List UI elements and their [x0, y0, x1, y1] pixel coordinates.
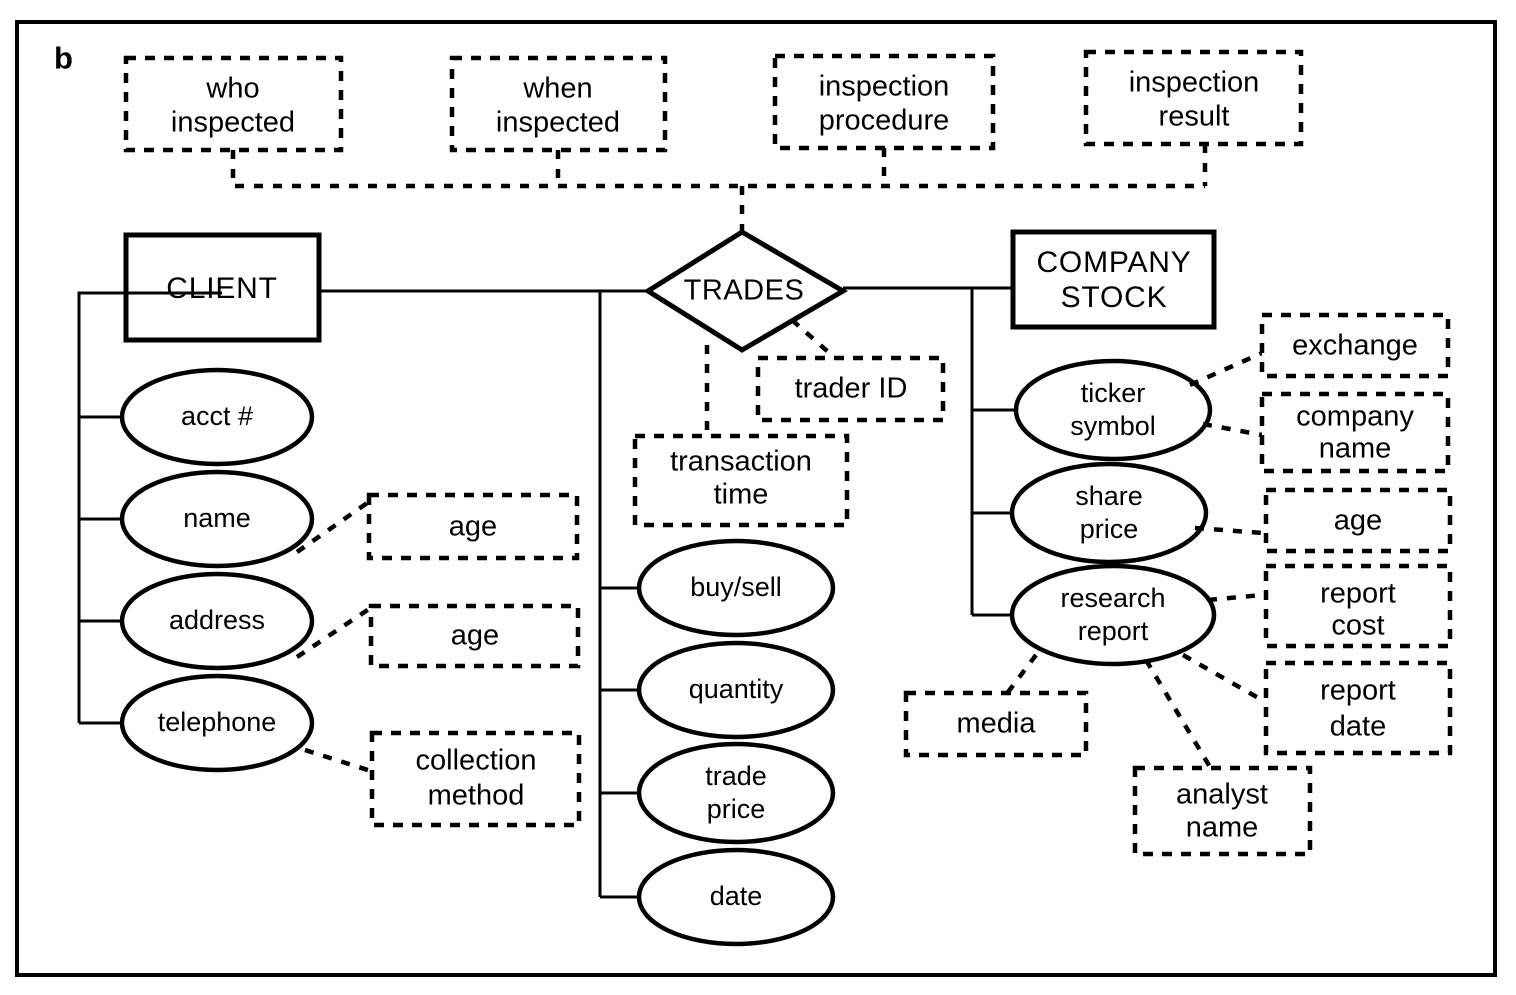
attribute-name[interactable]: name	[119, 469, 315, 569]
figure-frame	[15, 20, 1497, 977]
attribute-research-report-label-line-2: report	[1078, 616, 1149, 646]
attribute-date[interactable]: date	[636, 847, 836, 947]
dashed-box-label-line-2: method	[428, 780, 525, 812]
dashed-box-label-line-2: cost	[1331, 610, 1384, 642]
dashed-box-exchange[interactable]: exchange	[1259, 312, 1451, 379]
dashed-box-label-line-2: time	[714, 479, 769, 511]
connector-research-report-date	[1181, 653, 1264, 702]
dashed-box-collection-method[interactable]: collection method	[369, 730, 582, 828]
connector-name-age	[295, 499, 372, 554]
attribute-share-price[interactable]: share price	[1009, 461, 1209, 565]
dashed-box-label-line-1: report	[1320, 675, 1396, 707]
attribute-ticker-symbol-label-line-1: ticker	[1081, 378, 1146, 408]
connector-telephone-collection-method	[304, 747, 375, 775]
dashed-box-label-line-2: name	[1319, 433, 1392, 465]
attribute-date-label: date	[710, 881, 763, 911]
dashed-box-label-line-1: who	[205, 73, 259, 105]
dashed-box-label: age	[1334, 505, 1382, 537]
attribute-ticker-symbol[interactable]: ticker symbol	[1013, 358, 1213, 462]
dashed-box-inspection-result[interactable]: inspection result	[1083, 49, 1304, 147]
entity-client[interactable]: CLIENT	[123, 232, 322, 343]
connector-ticker-exchange	[1189, 350, 1263, 388]
dashed-box-label-line-2: result	[1159, 101, 1230, 133]
attribute-research-report-label-line-1: research	[1060, 583, 1165, 613]
dashed-box-label: media	[957, 708, 1037, 740]
attribute-acct-num-label: acct #	[181, 401, 253, 431]
panel-label: b	[54, 40, 73, 75]
connector-ticker-company-name	[1202, 421, 1263, 438]
attribute-buy-sell[interactable]: buy/sell	[636, 538, 836, 638]
attribute-buy-sell-label: buy/sell	[690, 572, 782, 602]
connector-share-price-age	[1194, 525, 1264, 536]
dashed-box-label: trader ID	[795, 373, 908, 405]
dashed-box-label-line-1: collection	[416, 745, 537, 777]
attribute-telephone-label: telephone	[158, 707, 277, 737]
dashed-box-company-name[interactable]: company name	[1259, 391, 1451, 474]
dashed-box-label-line-1: analyst	[1176, 779, 1268, 811]
dashed-box-label-line-1: company	[1296, 401, 1414, 433]
connector-trades-trader-id	[790, 318, 837, 360]
dashed-box-report-date[interactable]: report date	[1263, 660, 1453, 756]
attribute-trade-price-label-line-2: price	[707, 794, 766, 824]
dashed-box-inspection-procedure[interactable]: inspection procedure	[772, 53, 996, 151]
dashed-box-label-line-1: inspection	[1129, 67, 1260, 99]
entity-company-stock[interactable]: COMPANY STOCK	[1010, 229, 1217, 330]
dashed-box-label-line-1: inspection	[819, 71, 950, 103]
relationship-trades[interactable]: TRADES	[643, 229, 848, 353]
dashed-box-when-inspected[interactable]: when inspected	[449, 55, 668, 153]
dashed-box-label-line-1: when	[522, 73, 592, 105]
dashed-box-label-line-2: procedure	[819, 105, 950, 137]
dashed-box-label-line-2: inspected	[496, 107, 620, 139]
dashed-box-media[interactable]: media	[903, 690, 1089, 758]
attribute-ticker-symbol-label-line-2: symbol	[1070, 411, 1156, 441]
attribute-share-price-label-line-1: share	[1075, 481, 1143, 511]
dashed-box-analyst-name[interactable]: analyst name	[1132, 765, 1313, 857]
dashed-box-label: exchange	[1292, 330, 1418, 362]
attribute-trade-price[interactable]: trade price	[636, 741, 836, 845]
dashed-box-label-line-1: report	[1320, 578, 1396, 610]
dashed-box-label-line-2: inspected	[171, 107, 295, 139]
dashed-box-label: age	[451, 620, 499, 652]
dashed-box-who-inspected[interactable]: who inspected	[123, 55, 344, 153]
connector-research-report-analyst-name	[1144, 658, 1215, 774]
attribute-name-label: name	[183, 503, 251, 533]
attribute-quantity[interactable]: quantity	[636, 640, 836, 740]
entity-company-stock-label-line-1: COMPANY	[1036, 246, 1191, 279]
connector-research-report-cost	[1207, 592, 1263, 603]
attribute-quantity-label: quantity	[689, 674, 784, 704]
dashed-box-label-line-2: date	[1330, 711, 1386, 743]
dashed-box-trader-id[interactable]: trader ID	[755, 355, 946, 423]
dashed-box-report-cost[interactable]: report cost	[1263, 563, 1453, 649]
dashed-box-label: age	[449, 511, 497, 543]
dashed-box-label-line-1: transaction	[670, 446, 812, 478]
connector-client-spine	[77, 291, 222, 723]
relationship-trades-label: TRADES	[684, 275, 805, 307]
attribute-telephone[interactable]: telephone	[119, 673, 315, 773]
attribute-acct-num[interactable]: acct #	[119, 367, 315, 467]
entity-client-label: CLIENT	[166, 272, 278, 305]
dashed-box-transaction-time[interactable]: transaction time	[632, 433, 850, 528]
dashed-box-age-name[interactable]: age	[366, 492, 580, 561]
entity-company-stock-label-line-2: STOCK	[1061, 281, 1168, 314]
attribute-address[interactable]: address	[119, 571, 315, 671]
dashed-box-age-address[interactable]: age	[368, 603, 581, 669]
attribute-address-label: address	[169, 605, 265, 635]
attribute-research-report[interactable]: research report	[1009, 563, 1217, 667]
attribute-share-price-label-line-2: price	[1080, 514, 1139, 544]
attribute-trade-price-label-line-1: trade	[705, 761, 767, 791]
connector-address-age	[295, 605, 374, 659]
connector-inspection-bus	[230, 150, 1205, 189]
dashed-box-label-line-2: name	[1186, 812, 1259, 844]
dashed-box-age-share-price[interactable]: age	[1263, 487, 1453, 554]
